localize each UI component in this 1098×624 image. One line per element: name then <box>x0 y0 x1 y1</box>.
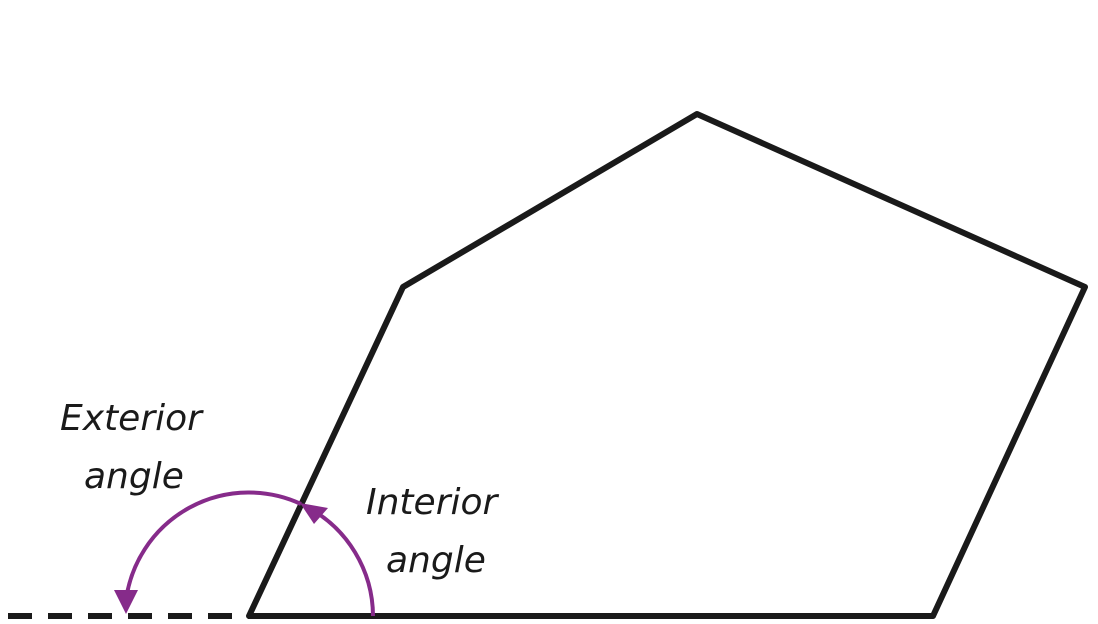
exterior-label-line2: angle <box>84 456 184 497</box>
exterior-label-line1: Exterior <box>60 398 204 439</box>
interior-angle-arc <box>306 505 375 617</box>
interior-angle-arrowhead <box>300 503 328 524</box>
exterior-angle-arrowhead <box>114 590 138 614</box>
interior-label-line2: angle <box>386 540 486 581</box>
pentagon-shape <box>246 111 1088 619</box>
interior-label-line1: Interior <box>366 482 500 523</box>
exterior-angle-arc <box>124 490 302 601</box>
